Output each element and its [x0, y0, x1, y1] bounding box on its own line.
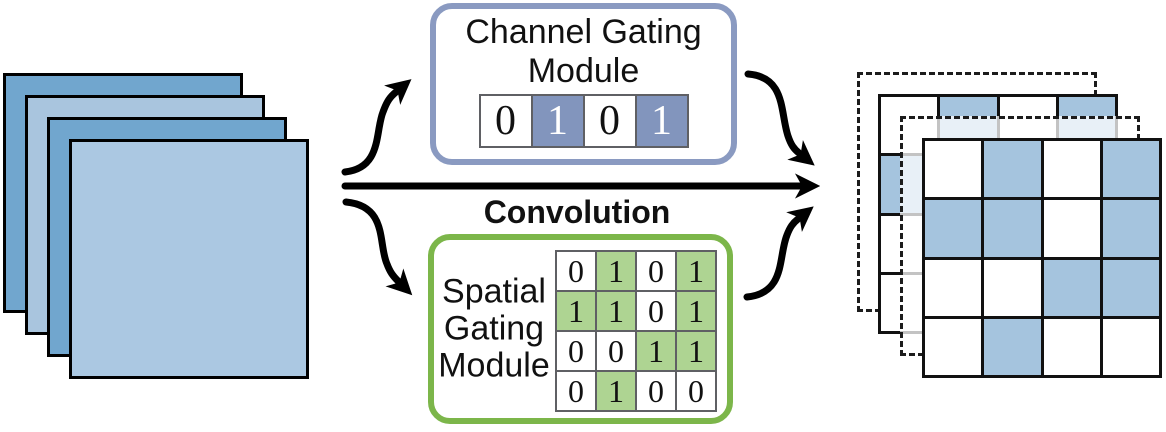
output-cell	[984, 318, 1041, 375]
arrow-input-to-channel-module	[341, 79, 412, 176]
spatial-mask-cell: 0	[597, 332, 635, 370]
spatial-mask-cell: 1	[677, 252, 715, 290]
spatial-mask-cell: 0	[637, 252, 675, 290]
output-cell	[1102, 318, 1159, 375]
channel-mask-cell: 0	[584, 96, 635, 146]
spatial-module-title-line3: Module	[438, 346, 550, 385]
spatial-mask-cell: 0	[637, 372, 675, 410]
spatial-mask-cell: 1	[597, 252, 635, 290]
output-cell	[925, 259, 982, 316]
output-cell	[925, 141, 982, 198]
spatial-mask-cell: 0	[557, 372, 595, 410]
spatial-mask-cell: 0	[557, 332, 595, 370]
spatial-mask-cell: 0	[637, 292, 675, 330]
spatial-mask-cell: 0	[677, 372, 715, 410]
arrow-channel-module-to-output	[744, 70, 815, 166]
output-cell	[1102, 141, 1159, 198]
output-cell	[1102, 200, 1159, 257]
output-cell	[1043, 318, 1100, 375]
convolution-label: Convolution	[483, 194, 671, 230]
output-cell	[1043, 200, 1100, 257]
spatial-mask-cell: 1	[557, 292, 595, 330]
output-cell	[1102, 259, 1159, 316]
spatial-mask-cell: 1	[597, 372, 635, 410]
channel-module-title-line2: Module	[527, 52, 640, 90]
output-cell	[984, 141, 1041, 198]
channel-mask-cell: 0	[480, 96, 531, 146]
channel-module-title-line1: Channel Gating	[465, 13, 702, 51]
spatial-module-title: Spatial Gating Module	[434, 272, 554, 385]
output-cell	[984, 200, 1041, 257]
output-cell	[925, 318, 982, 375]
output-active-layer-front	[922, 138, 1162, 378]
spatial-mask-cell: 0	[557, 252, 595, 290]
spatial-module-title-line2: Gating	[443, 309, 545, 348]
spatial-mask-cell: 1	[677, 332, 715, 370]
feature-map-layer	[69, 139, 309, 379]
channel-mask-cell: 1	[636, 96, 687, 146]
output-cell	[1043, 141, 1100, 198]
spatial-mask-cell: 1	[597, 292, 635, 330]
channel-module-title: Channel Gating Module	[436, 13, 731, 91]
arrow-input-to-spatial-module	[342, 198, 413, 296]
spatial-module-title-line1: Spatial	[442, 272, 546, 311]
output-cell	[1043, 259, 1100, 316]
spatial-mask-cell: 1	[637, 332, 675, 370]
spatial-mask-cell: 1	[677, 292, 715, 330]
channel-mask-cell: 1	[532, 96, 583, 146]
arrow-spatial-module-to-output	[743, 206, 814, 301]
output-cell	[984, 259, 1041, 316]
output-cell	[925, 200, 982, 257]
